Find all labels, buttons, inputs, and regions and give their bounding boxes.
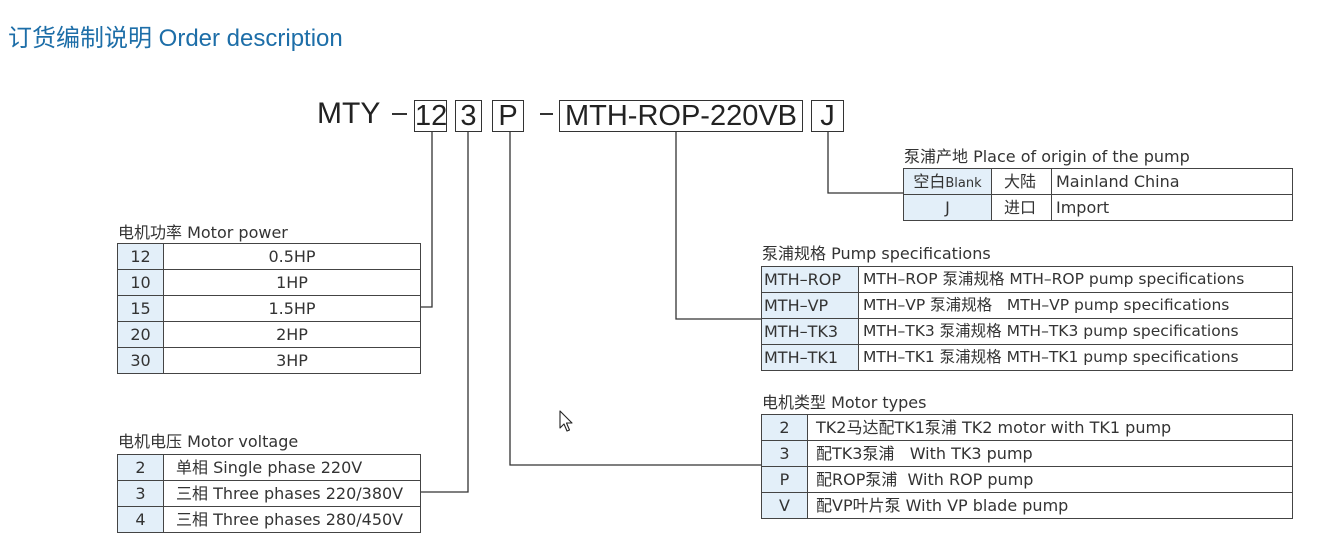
power-value-cell: 1HP bbox=[163, 269, 421, 296]
motor-type-table-title: 电机类型 Motor types bbox=[762, 393, 927, 412]
power-code-cell: 20 bbox=[117, 321, 164, 348]
table-row: 空白Blank 大陆 Mainland China bbox=[903, 168, 1293, 195]
motor-type-code-cell: 2 bbox=[761, 414, 808, 441]
origin-en-cell: Mainland China bbox=[1051, 168, 1293, 195]
origin-code-cell: 空白Blank bbox=[903, 168, 992, 195]
table-row: MTH–ROP MTH–ROP 泵浦规格 MTH–ROP pump specif… bbox=[761, 266, 1293, 293]
pump-desc-cell: MTH–TK1 泵浦规格 MTH–TK1 pump specifications bbox=[858, 344, 1293, 371]
motor-power-table: 12 0.5HP 10 1HP 15 1.5HP 20 2HP 30 3HP bbox=[117, 243, 421, 374]
power-value-cell: 0.5HP bbox=[163, 243, 421, 270]
motor-type-code-cell: 3 bbox=[761, 440, 808, 467]
connector-motor-type bbox=[509, 132, 762, 466]
code-box-power: 12 bbox=[414, 100, 448, 132]
pump-code-cell: MTH–ROP bbox=[761, 266, 859, 293]
voltage-table-title: 电机电压 Motor voltage bbox=[118, 432, 299, 451]
motor-type-code-cell: V bbox=[761, 492, 808, 519]
table-row: 4 三相 Three phases 280/450V bbox=[117, 506, 421, 533]
table-row: 10 1HP bbox=[117, 269, 421, 296]
table-row: MTH–VP MTH–VP 泵浦规格 MTH–VP pump specifica… bbox=[761, 292, 1293, 319]
table-row: 15 1.5HP bbox=[117, 295, 421, 322]
voltage-desc-cell: 单相 Single phase 220V bbox=[163, 454, 421, 481]
motor-type-desc-cell: 配VP叶片泵 With VP blade pump bbox=[807, 492, 1293, 519]
origin-en-cell: Import bbox=[1051, 194, 1293, 221]
code-box-motor-type: P bbox=[492, 100, 524, 132]
motor-type-table: 2 TK2马达配TK1泵浦 TK2 motor with TK1 pump 3 … bbox=[761, 414, 1293, 519]
table-row: 2 单相 Single phase 220V bbox=[117, 454, 421, 481]
code-box-origin: J bbox=[811, 100, 844, 132]
connector-power bbox=[421, 132, 433, 308]
pump-desc-cell: MTH–VP 泵浦规格 MTH–VP pump specifications bbox=[858, 292, 1293, 319]
pump-code-cell: MTH–VP bbox=[761, 292, 859, 319]
pump-desc-cell: MTH–TK3 泵浦规格 MTH–TK3 pump specifications bbox=[858, 318, 1293, 345]
motor-type-desc-cell: 配TK3泵浦 With TK3 pump bbox=[807, 440, 1293, 467]
connector-voltage bbox=[421, 132, 469, 493]
motor-type-code-cell: P bbox=[761, 466, 808, 493]
table-row: 30 3HP bbox=[117, 347, 421, 374]
table-row: 3 配TK3泵浦 With TK3 pump bbox=[761, 440, 1293, 467]
code-dash-2 bbox=[540, 113, 553, 115]
pump-spec-table: MTH–ROP MTH–ROP 泵浦规格 MTH–ROP pump specif… bbox=[761, 266, 1293, 371]
power-value-cell: 1.5HP bbox=[163, 295, 421, 322]
code-dash-1 bbox=[392, 113, 407, 115]
connector-origin bbox=[827, 132, 904, 194]
connector-pump-spec bbox=[675, 132, 762, 320]
table-row: MTH–TK1 MTH–TK1 泵浦规格 MTH–TK1 pump specif… bbox=[761, 344, 1293, 371]
origin-code-cell: J bbox=[903, 194, 992, 221]
origin-cn-cell: 进口 bbox=[991, 194, 1052, 221]
power-table-title: 电机功率 Motor power bbox=[118, 223, 288, 242]
table-row: 3 三相 Three phases 220/380V bbox=[117, 480, 421, 507]
power-value-cell: 3HP bbox=[163, 347, 421, 374]
table-row: 12 0.5HP bbox=[117, 243, 421, 270]
table-row: 2 TK2马达配TK1泵浦 TK2 motor with TK1 pump bbox=[761, 414, 1293, 441]
table-row: MTH–TK3 MTH–TK3 泵浦规格 MTH–TK3 pump specif… bbox=[761, 318, 1293, 345]
pump-desc-cell: MTH–ROP 泵浦规格 MTH–ROP pump specifications bbox=[858, 266, 1293, 293]
pump-code-cell: MTH–TK1 bbox=[761, 344, 859, 371]
table-row: 20 2HP bbox=[117, 321, 421, 348]
origin-cn-cell: 大陆 bbox=[991, 168, 1052, 195]
mouse-cursor-icon bbox=[559, 410, 573, 432]
voltage-desc-cell: 三相 Three phases 280/450V bbox=[163, 506, 421, 533]
motor-type-desc-cell: TK2马达配TK1泵浦 TK2 motor with TK1 pump bbox=[807, 414, 1293, 441]
origin-table: 空白Blank 大陆 Mainland China J 进口 Import bbox=[903, 168, 1293, 221]
power-code-cell: 12 bbox=[117, 243, 164, 270]
code-prefix: MTY bbox=[317, 97, 381, 130]
origin-table-title: 泵浦产地 Place of origin of the pump bbox=[904, 147, 1190, 166]
code-box-voltage: 3 bbox=[455, 100, 482, 132]
motor-type-desc-cell: 配ROP泵浦 With ROP pump bbox=[807, 466, 1293, 493]
table-row: P 配ROP泵浦 With ROP pump bbox=[761, 466, 1293, 493]
table-row: V 配VP叶片泵 With VP blade pump bbox=[761, 492, 1293, 519]
pump-code-cell: MTH–TK3 bbox=[761, 318, 859, 345]
code-box-pump-spec: MTH-ROP-220VB bbox=[559, 100, 803, 132]
voltage-code-cell: 3 bbox=[117, 480, 164, 507]
pump-table-title: 泵浦规格 Pump specifications bbox=[762, 244, 991, 263]
motor-voltage-table: 2 单相 Single phase 220V 3 三相 Three phases… bbox=[117, 454, 421, 533]
power-code-cell: 15 bbox=[117, 295, 164, 322]
page-title: 订货编制说明 Order description bbox=[8, 25, 343, 52]
voltage-code-cell: 2 bbox=[117, 454, 164, 481]
power-value-cell: 2HP bbox=[163, 321, 421, 348]
voltage-desc-cell: 三相 Three phases 220/380V bbox=[163, 480, 421, 507]
power-code-cell: 30 bbox=[117, 347, 164, 374]
power-code-cell: 10 bbox=[117, 269, 164, 296]
table-row: J 进口 Import bbox=[903, 194, 1293, 221]
voltage-code-cell: 4 bbox=[117, 506, 164, 533]
